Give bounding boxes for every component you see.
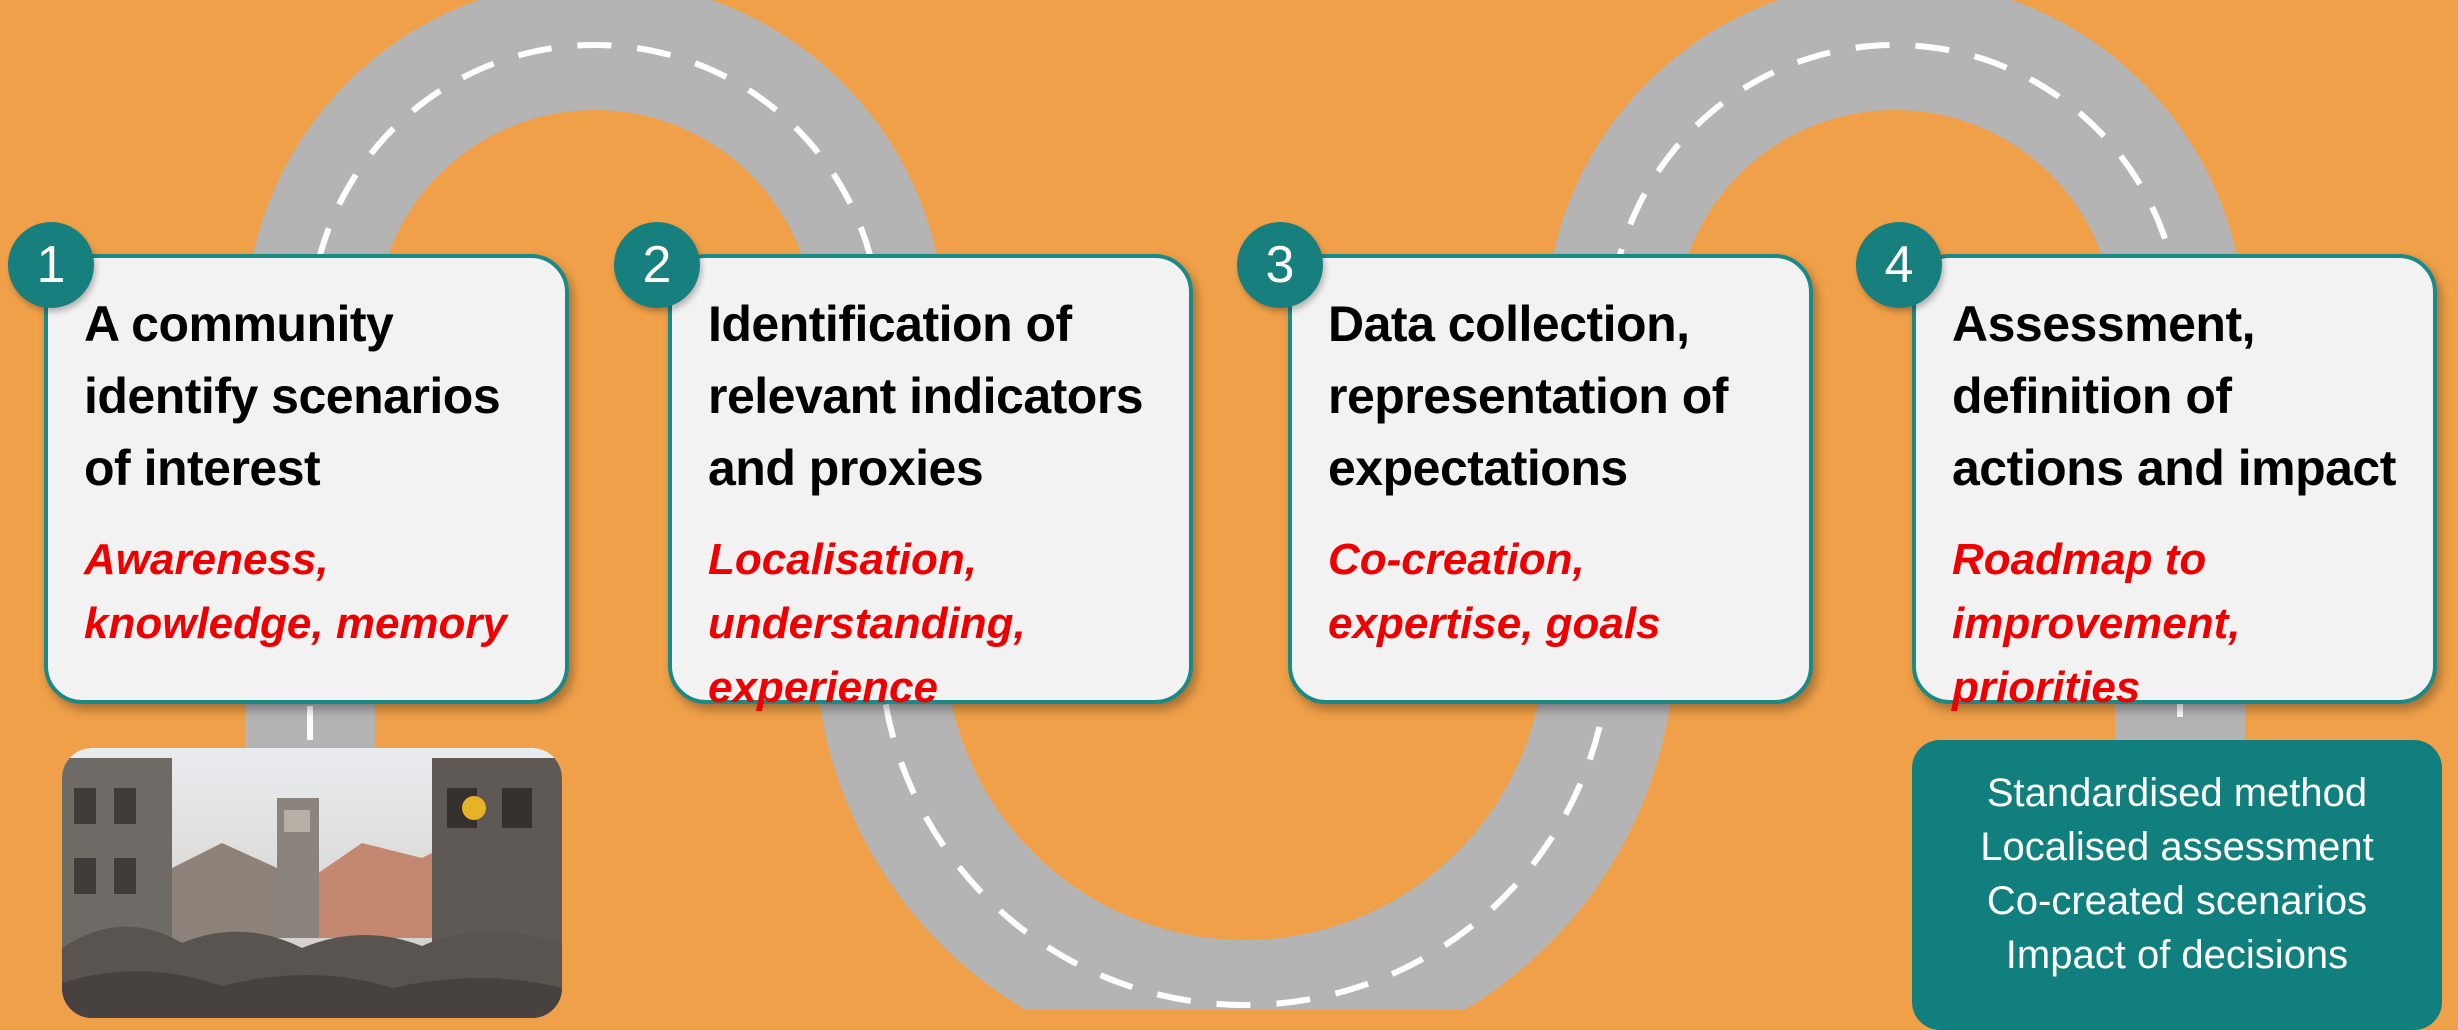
step-card-3: Data collection, representation of expec… xyxy=(1288,254,1813,704)
step-subtitle: Co-creation, expertise, goals xyxy=(1328,535,1661,648)
step-number-badge: 1 xyxy=(8,222,94,308)
summary-item: Standardised method xyxy=(1986,771,2368,815)
step-title: Assessment, definition of actions and im… xyxy=(1952,296,2396,496)
photo-illustration xyxy=(62,748,562,1018)
step-card-2: Identification of relevant indicators an… xyxy=(668,254,1193,712)
summary-item: Co-created scenarios xyxy=(1986,879,2368,923)
step-title: Identification of relevant indicators an… xyxy=(708,296,1144,496)
step-number-badge: 3 xyxy=(1237,222,1323,308)
step-title: Data collection, representation of expec… xyxy=(1328,296,1728,496)
step-card-1: A community identify scenarios of intere… xyxy=(44,254,569,704)
step-subtitle: Awareness, knowledge, memory xyxy=(84,535,508,648)
winding-road xyxy=(245,0,2245,1009)
step-number-badge: 4 xyxy=(1856,222,1942,308)
road-center-dashes xyxy=(307,42,2183,1009)
step-subtitle: Roadmap to improvement, priorities xyxy=(1952,535,2241,712)
summary-item: Localised assessment xyxy=(1980,825,2374,869)
road-surface xyxy=(245,0,2245,1009)
step-number-badge: 2 xyxy=(614,222,700,308)
step-subtitle: Localisation, understanding, experience xyxy=(708,535,1026,712)
summary-box: Standardised method Localised assessment… xyxy=(1912,740,2442,1030)
earthquake-ruins-photo xyxy=(62,748,562,1018)
step-title: A community identify scenarios of intere… xyxy=(84,296,501,496)
step-card-4: Assessment, definition of actions and im… xyxy=(1912,254,2437,712)
summary-item: Impact of decisions xyxy=(2005,933,2349,977)
